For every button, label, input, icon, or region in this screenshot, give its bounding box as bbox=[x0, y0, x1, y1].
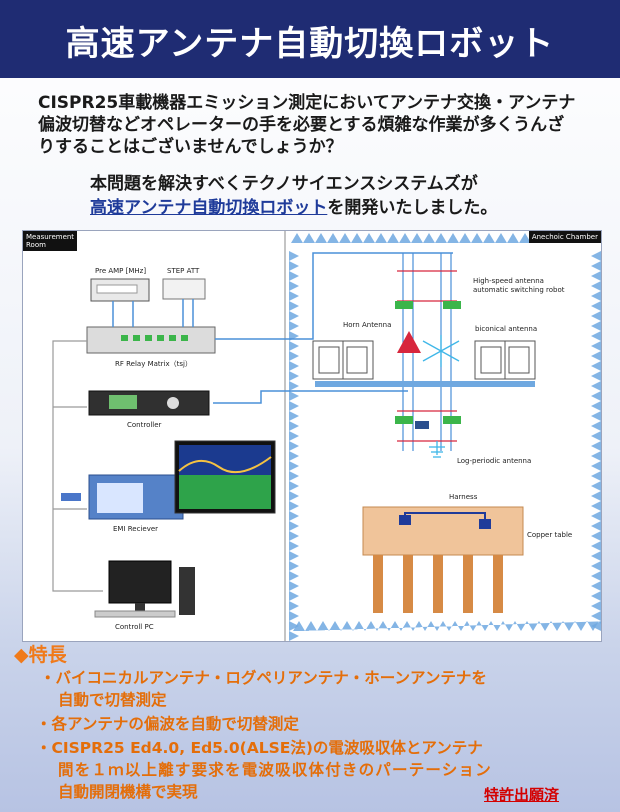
feature-item: ・各アンテナの偏波を自動で切替測定 bbox=[36, 715, 299, 733]
features-heading: ◆特長 bbox=[14, 644, 67, 666]
measurement-room-label: Measurement Room bbox=[23, 231, 78, 251]
patent-pending-note: 特許出願済 bbox=[484, 786, 560, 804]
harness-label: Harness bbox=[449, 493, 478, 501]
signal-cables bbox=[112, 252, 453, 404]
header-banner: 高速アンテナ自動切換ロボット bbox=[0, 0, 620, 78]
robot-slider bbox=[443, 301, 461, 309]
robot-slider bbox=[415, 421, 429, 429]
pc-monitor bbox=[108, 560, 172, 604]
emi-receiver-label: EMI Reciever bbox=[113, 525, 159, 533]
absorber-right bbox=[591, 251, 601, 631]
announce-line: 高速アンテナ自動切換ロボットを開発いたしました。 bbox=[90, 196, 590, 220]
measurement-room-label-line: Room bbox=[26, 241, 46, 249]
announce-line: 本問題を解決すべくテクノサイエンスシステムズが bbox=[90, 174, 478, 194]
harness-connector bbox=[399, 515, 411, 525]
absorber-top bbox=[291, 233, 601, 243]
step-att-label: STEP ATT bbox=[167, 267, 200, 275]
robot-product-name: 高速アンテナ自動切換ロボット bbox=[90, 198, 328, 218]
biconical-antenna-shape bbox=[422, 335, 460, 367]
usb-connector bbox=[61, 493, 81, 501]
step-att-device bbox=[162, 278, 206, 300]
biconical-antenna-label: biconical antenna bbox=[475, 325, 538, 333]
announce-tail: を開発いたしました。 bbox=[327, 198, 498, 218]
page-title: 高速アンテナ自動切換ロボット bbox=[65, 24, 555, 64]
pre-amp-label: Pre AMP [MHz] bbox=[95, 267, 147, 275]
controller-label: Controller bbox=[127, 421, 162, 429]
relay-leds bbox=[121, 335, 188, 341]
system-diagram: Measurement Room Anechoic Chamber Pre AM… bbox=[22, 230, 602, 642]
copper-table-label: Copper table bbox=[527, 531, 573, 539]
horn-antenna-shape bbox=[397, 331, 421, 353]
control-pc-label: Controll PC bbox=[115, 623, 154, 631]
robot-slider bbox=[395, 416, 413, 424]
absorber-strip bbox=[315, 381, 535, 387]
intro-line: りすることはございませんでしょうか？ bbox=[38, 137, 343, 157]
copper-table bbox=[362, 506, 524, 556]
table-legs bbox=[373, 555, 503, 613]
absorber-left bbox=[289, 251, 299, 641]
announcement: 本問題を解決すべくテクノサイエンスシステムズが 高速アンテナ自動切換ロボットを開… bbox=[90, 172, 590, 220]
absorber-bottom bbox=[293, 621, 601, 631]
control-cables bbox=[52, 340, 103, 592]
harness-connector bbox=[479, 519, 491, 529]
log-periodic-antenna-label: Log-periodic antenna bbox=[457, 457, 532, 465]
intro-paragraph: CISPR25車載機器エミッション測定においてアンテナ交換・アンテナ 偏波切替な… bbox=[38, 92, 598, 158]
anechoic-chamber-label: Anechoic Chamber bbox=[528, 231, 601, 243]
feature-item: 自動で切替測定 bbox=[58, 691, 167, 709]
intro-line: CISPR25車載機器エミッション測定においてアンテナ交換・アンテナ bbox=[38, 93, 576, 113]
feature-item: ・CISPR25 Ed4.0, Ed5.0(ALSE法)の電波吸収体とアンテナ bbox=[36, 739, 483, 757]
diagram-drawing bbox=[52, 231, 601, 641]
robot-label-line: automatic switching robot bbox=[473, 286, 565, 294]
measurement-room-label-line: Measurement bbox=[26, 233, 75, 241]
rf-relay-matrix-label: RF Relay Matrix（tsj） bbox=[115, 360, 192, 368]
intro-line: 偏波切替などオペレーターの手を必要とする煩雑な作業が多くうんざ bbox=[38, 115, 565, 135]
feature-item: 自動開閉機構で実現 bbox=[58, 783, 198, 801]
robot-label-line: High-speed antenna bbox=[473, 277, 544, 285]
feature-item: 間を１ｍ以上離す要求を電波吸収体付きのパーテーション bbox=[58, 761, 492, 779]
log-periodic-antenna-shape bbox=[429, 441, 445, 458]
controller-device bbox=[88, 390, 210, 416]
pc-tower bbox=[179, 567, 195, 615]
robot-rails bbox=[397, 270, 457, 442]
robot-slider bbox=[443, 416, 461, 424]
robot-slider bbox=[395, 301, 413, 309]
feature-item: ・バイコニカルアンテナ・ログペリアンテナ・ホーンアンテナを bbox=[40, 669, 487, 687]
horn-antenna-label: Horn Antenna bbox=[343, 321, 392, 329]
